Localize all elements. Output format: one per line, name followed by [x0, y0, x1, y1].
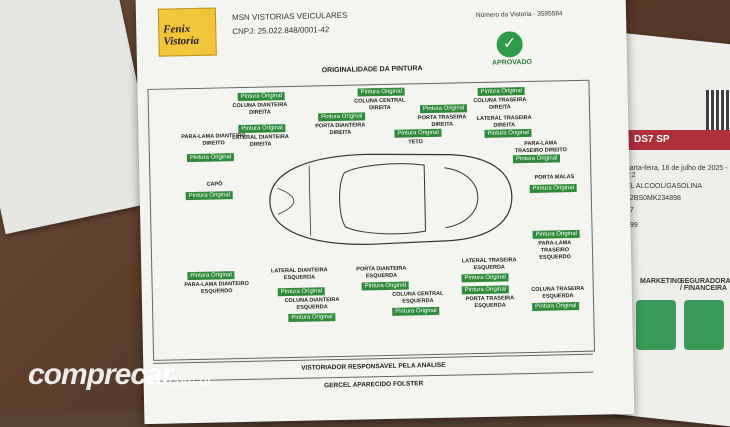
paint-tag: Pintura Original [532, 301, 580, 311]
label-coluna-traseira-direita: COLUNA TRASEIRA DIREITA [473, 97, 527, 111]
label-porta-traseira-direita: PORTA TRASEIRA DIREITA [417, 114, 467, 129]
comprecar-watermark-suffix: .com.br [165, 373, 212, 389]
label-para-lama-dianteiro-esquerdo: PARA-LAMA DIANTEIRO ESQUERDO [184, 280, 249, 295]
label-lateral-traseira-direita: LATERAL TRASEIRA DIREITA [476, 114, 532, 129]
label-porta-traseira-esquerda: PORTA TRASEIRA ESQUERDA [465, 295, 515, 310]
thumbs-up-icon [684, 300, 724, 350]
paint-tag: Pintura Original [477, 87, 526, 97]
paint-tag: Pintura Original [512, 154, 561, 164]
label-para-lama-dianteiro-direito: PARA-LAMA DIANTEIRO DIREITO [181, 132, 246, 147]
label-coluna-dianteira-direita: COLUNA DIANTEIRA DIREITA [232, 102, 288, 116]
label-lateral-traseira-esquerda: LATERAL TRASEIRA ESQUERDA [461, 257, 517, 272]
label-coluna-dianteira-esquerda: COLUNA DIANTEIRA ESQUERDA [284, 296, 340, 311]
paint-tag: Pintura Original [392, 306, 440, 316]
check-icon: ✓ [496, 31, 523, 58]
paint-tag: Pintura Original [357, 87, 406, 97]
paint-tag: Pintura Original [185, 191, 234, 201]
paint-tag: Pintura Original [288, 313, 336, 323]
right-doc-plate: DS7 SP [634, 134, 670, 145]
label-lateral-dianteira-esquerda: LATERAL DIANTEIRA ESQUERDA [270, 267, 328, 282]
paint-tag: Pintura Original [361, 281, 410, 291]
right-doc-header: DS7 SP [628, 130, 730, 150]
right-doc-num: 99 [630, 222, 638, 229]
right-doc-col2: SEGURADORA / FINANCEIRA [680, 278, 730, 292]
thumbs-up-icon [636, 300, 676, 350]
paint-tag: Pintura Original [187, 271, 235, 281]
label-capo: CAPÔ [206, 181, 223, 188]
section-title: ORIGINALIDADE DA PINTURA [321, 65, 423, 75]
comprecar-watermark: comprecar [28, 358, 173, 391]
label-para-lama-traseiro-esquerdo: PARA-LAMA TRASEIRO ESQUERDO [538, 240, 572, 261]
car-diagram [269, 153, 513, 245]
vistoria-number: Número da Vistoria - 3595584 [475, 10, 563, 20]
qr-code [706, 90, 730, 130]
right-doc-col1: MARKETING [640, 278, 683, 285]
paint-tag: Pintura Original [394, 128, 442, 138]
cnpj: CNPJ: 25.022.848/0001-42 [232, 25, 330, 37]
paint-tag: Pintura Original [277, 287, 326, 297]
label-porta-dianteira-direita: PORTA DIANTEIRA DIREITA [315, 122, 366, 137]
paint-tag: Pintura Original [318, 112, 366, 122]
paint-tag: Pintura Original [461, 285, 510, 295]
footer-inspector-name: GERCEL APARECIDO FOLSTER [153, 371, 594, 393]
label-coluna-traseira-esquerda: COLUNA TRASEIRA ESQUERDA [531, 285, 585, 300]
paint-tag: Pintura Original [237, 92, 286, 102]
paint-tag: Pintura Original [529, 183, 578, 193]
paint-tag: Pintura Original [186, 153, 235, 163]
paint-tag: Pintura Original [484, 128, 532, 138]
right-doc-code: 92BS0MK234898 [626, 195, 681, 202]
label-para-lama-traseiro-direito: PARA-LAMA TRASEIRO DIREITO [514, 140, 568, 155]
label-coluna-central-esquerda: COLUNA CENTRAL ESQUERDA [392, 290, 444, 305]
paint-tag: Pintura Original [238, 124, 286, 134]
paint-tag: Pintura Original [419, 104, 468, 114]
label-teto: TETO [408, 139, 424, 146]
label-porta-dianteira-esquerda: PORTA DIANTEIRA ESQUERDA [356, 265, 407, 280]
company-name: MSN VISTORIAS VEICULARES [231, 10, 348, 23]
paint-tag: Pintura Original [532, 229, 581, 239]
right-doc-date: quarta-feira, 16 de julho de 2025 - 12:2 [622, 165, 728, 179]
label-porta-malas: PORTA MALAS [534, 174, 575, 181]
label-coluna-central-direita: COLUNA CENTRAL DIREITA [354, 97, 406, 112]
paint-tag: Pintura Original [461, 273, 509, 283]
right-doc-fuel: EL ALCOOL/GASOLINA [626, 183, 702, 190]
